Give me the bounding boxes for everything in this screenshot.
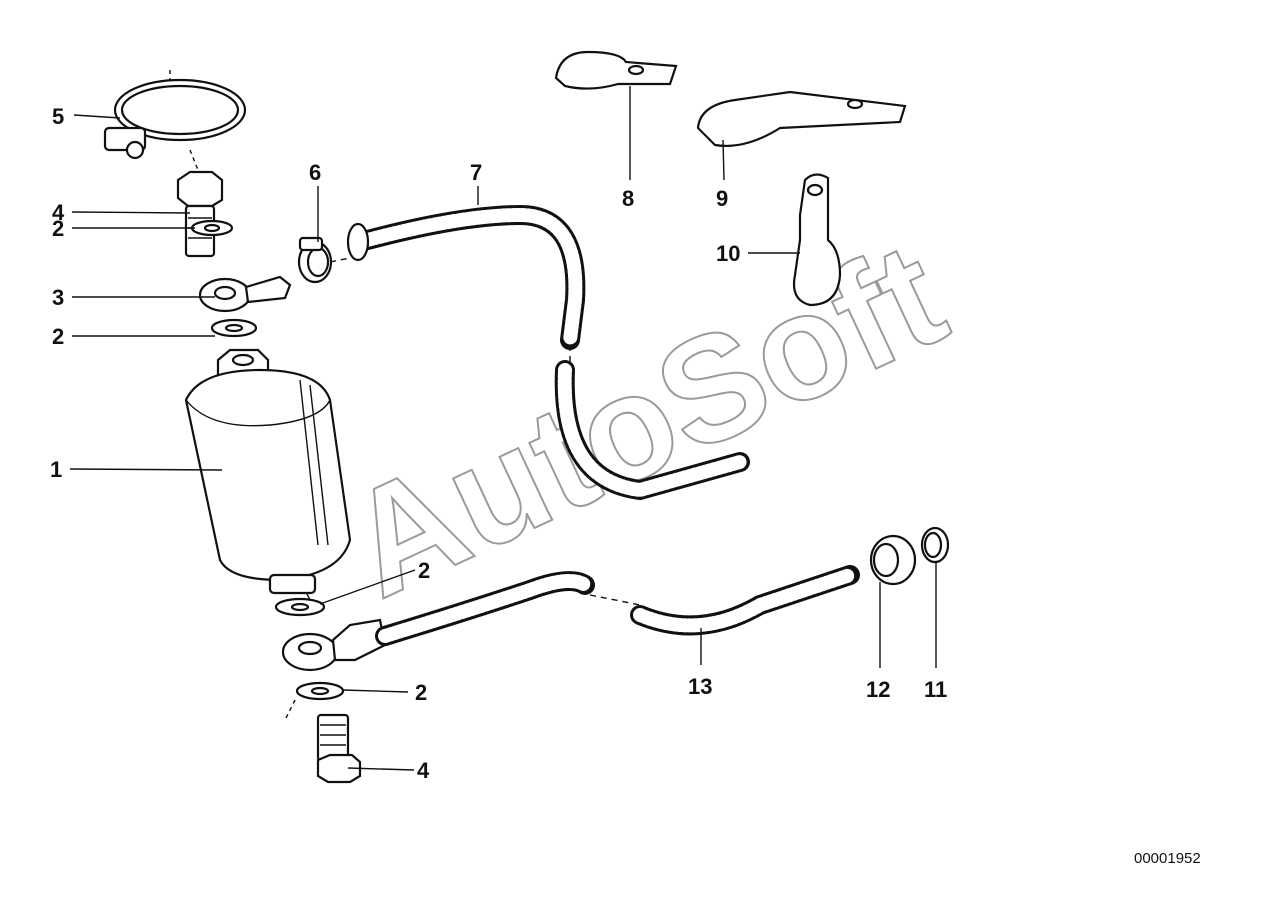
washer-bottom-upper-part <box>274 597 326 617</box>
bottom-banjo-hose-part <box>281 571 595 672</box>
callout-6: 6 <box>309 160 321 185</box>
clip-10-part <box>792 173 842 307</box>
washer-top-lower-part <box>210 318 258 338</box>
callout-labels: 5 4 2 3 2 1 6 7 8 9 10 2 2 4 13 12 11 <box>50 104 947 783</box>
fuel-hose-13-part <box>630 565 860 636</box>
callout-7: 7 <box>470 160 482 185</box>
callout-5: 5 <box>52 104 64 129</box>
callout-4-top: 4 <box>52 200 65 225</box>
diagram-reference-number: 00001952 <box>1134 850 1201 867</box>
callout-2-c: 2 <box>418 558 430 583</box>
callout-2-d: 2 <box>415 680 427 705</box>
callout-10: 10 <box>716 241 740 266</box>
band-clamp-part <box>103 78 247 160</box>
seal-ring-part <box>920 526 950 564</box>
upper-hose-part <box>346 204 586 350</box>
banjo-fitting-part <box>198 275 292 313</box>
clip-9-part <box>696 90 907 147</box>
lower-bent-hose-part <box>554 360 750 501</box>
callout-9: 9 <box>716 186 728 211</box>
callout-8: 8 <box>622 186 634 211</box>
banjo-bolt-bottom-part <box>316 713 362 784</box>
callout-4-bottom: 4 <box>417 758 430 783</box>
hose-clamp-part <box>297 236 333 284</box>
leader-lines <box>69 86 937 771</box>
callout-13: 13 <box>688 674 712 699</box>
callout-11: 11 <box>924 677 947 702</box>
banjo-bolt-top-part <box>176 170 224 258</box>
callout-12: 12 <box>866 677 890 702</box>
callout-2-a: 2 <box>52 216 64 241</box>
fuel-filter-part <box>184 348 352 595</box>
callout-3: 3 <box>52 285 64 310</box>
clip-8-part <box>554 50 678 90</box>
callout-2-b: 2 <box>52 324 64 349</box>
washer-top-upper-part <box>190 219 234 237</box>
callout-1: 1 <box>50 457 62 482</box>
washer-bottom-lower-part <box>295 681 345 701</box>
nut-part <box>869 534 917 586</box>
